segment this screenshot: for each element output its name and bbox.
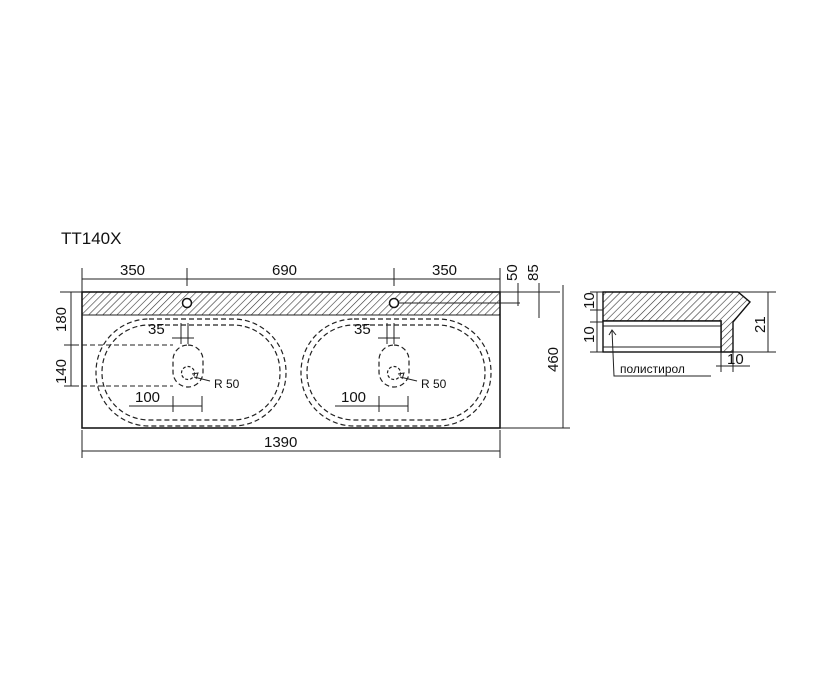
width-dim: 1390 xyxy=(81,430,501,458)
countertop-outline xyxy=(81,291,501,429)
height-dim: 460 xyxy=(500,285,570,429)
dim-350-right: 350 xyxy=(432,262,457,279)
bowl-left-radius: R 50 xyxy=(214,377,240,391)
bowl-left-spacing: 100 xyxy=(135,389,160,406)
bowl-left-offset: 35 xyxy=(148,321,165,338)
dim-1390: 1390 xyxy=(264,434,297,451)
countertop-plan xyxy=(66,291,520,429)
bowl-right-offset: 35 xyxy=(354,321,371,338)
dim-85: 85 xyxy=(525,264,542,281)
right-small-dims: 50 85 xyxy=(500,264,560,318)
dim-460: 460 xyxy=(545,347,562,372)
dim-140: 140 xyxy=(53,359,70,384)
edge-section: 10 10 21 10 полистирол xyxy=(581,291,776,377)
section-dim-left10: 10 xyxy=(581,326,598,343)
top-dimensions: 350 690 350 xyxy=(81,262,501,292)
drain-right xyxy=(386,365,402,381)
section-dim-21: 21 xyxy=(752,316,769,333)
bowl-right xyxy=(300,318,492,427)
bowl-right-radius: R 50 xyxy=(421,377,447,391)
tap-hole-right xyxy=(388,297,400,309)
drain-left xyxy=(180,365,196,381)
dim-180: 180 xyxy=(53,307,70,332)
left-dims: 180 140 xyxy=(53,291,82,387)
bowl-right-spacing: 100 xyxy=(341,389,366,406)
dim-690: 690 xyxy=(272,262,297,279)
dim-50: 50 xyxy=(504,264,521,281)
section-dim-top10: 10 xyxy=(581,292,598,309)
material-label: полистирол xyxy=(620,362,685,376)
drawing-title: TT140X xyxy=(61,229,121,248)
section-dim-bottom10: 10 xyxy=(727,351,744,368)
dim-350-left: 350 xyxy=(120,262,145,279)
bowl-left xyxy=(95,318,287,427)
tap-hole-left xyxy=(181,297,193,309)
countertop-hatched-band xyxy=(82,292,500,315)
